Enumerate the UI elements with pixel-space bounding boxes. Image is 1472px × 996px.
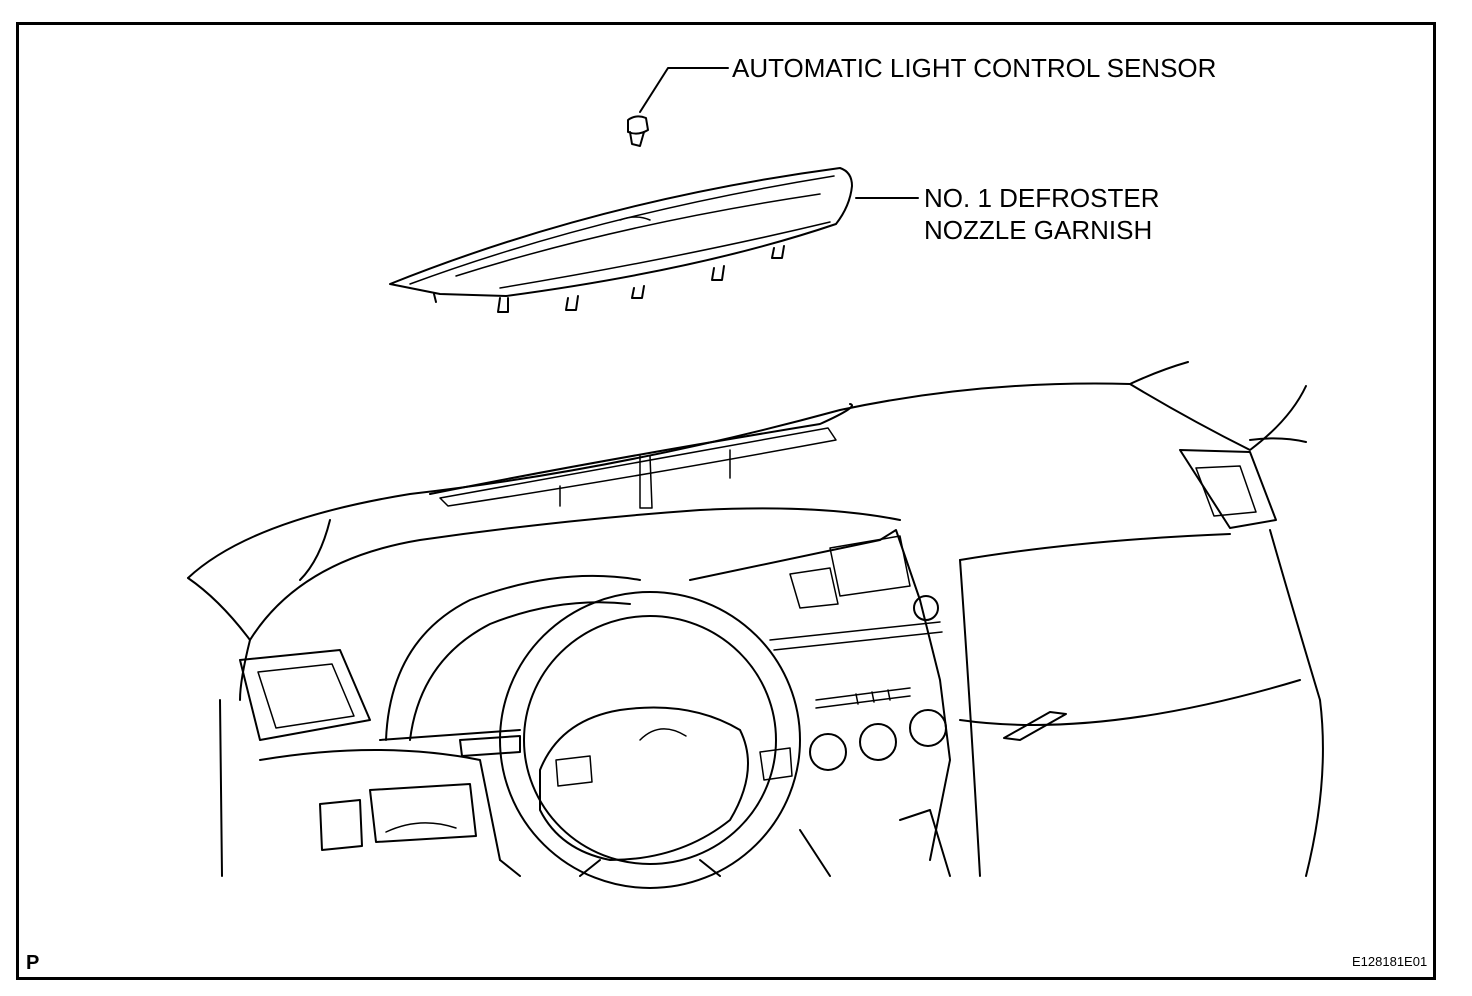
sensor-callout-label: AUTOMATIC LIGHT CONTROL SENSOR (732, 53, 1217, 83)
garnish-callout-label-line2: NOZZLE GARNISH (924, 215, 1153, 245)
garnish-callout-label-line1: NO. 1 DEFROSTER (924, 183, 1160, 213)
defroster-garnish-part (389, 167, 853, 313)
corner-mark: P (26, 952, 40, 974)
light-sensor-part (627, 67, 729, 147)
dashboard-body (187, 361, 1324, 889)
figure-frame (16, 22, 1436, 980)
figure-id: E128181E01 (1352, 954, 1428, 969)
